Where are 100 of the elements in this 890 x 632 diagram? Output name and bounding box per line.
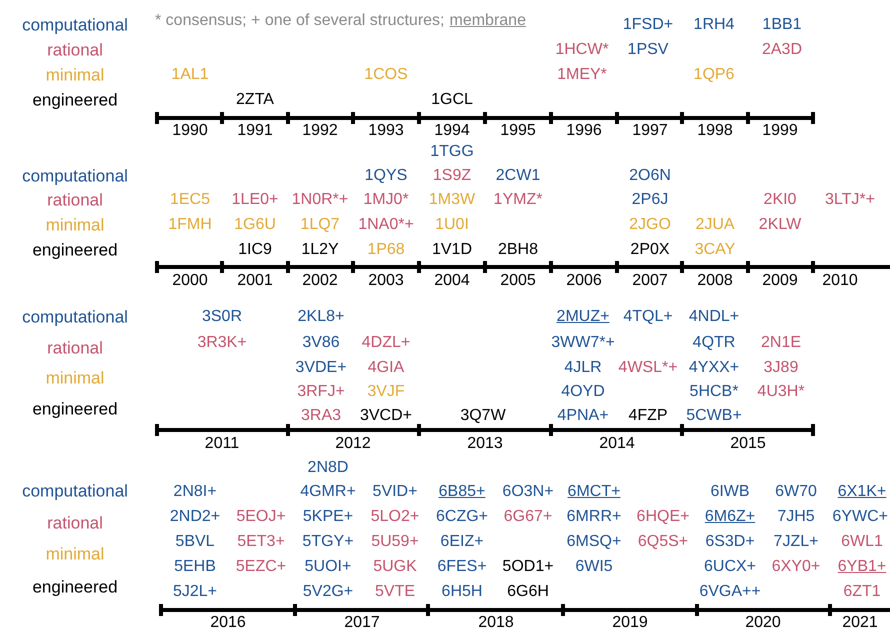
pdb-id-label: 1MEY* (557, 66, 607, 84)
pdb-id-label: 1HCW* (555, 41, 609, 59)
pdb-id-label: 2KL8+ (298, 308, 344, 326)
pdb-id-label: 5UGK (373, 558, 417, 576)
pdb-id-label: 5VID+ (372, 483, 418, 501)
pdb-id-label: 5V2G+ (302, 583, 354, 601)
pdb-id-label: 4GMR+ (300, 483, 356, 501)
year-label: 2012 (335, 435, 371, 453)
pdb-id-label: 5VTE (375, 583, 415, 601)
category-label: minimal (46, 544, 104, 564)
pdb-id-label: 1FSD+ (622, 16, 674, 34)
year-label: 2002 (302, 272, 338, 290)
pdb-id-label: 6O3N+ (502, 483, 554, 501)
year-label: 2006 (566, 272, 602, 290)
pdb-id-label: 7JH5 (777, 508, 815, 526)
pdb-id-label: 6MCT+ (568, 483, 620, 501)
pdb-id-label: 4U3H* (757, 383, 805, 401)
pdb-id-label: 2N8D (308, 459, 348, 477)
pdb-id-label: 6XY0+ (772, 558, 820, 576)
year-label: 2004 (434, 272, 470, 290)
category-label: minimal (46, 66, 104, 84)
pdb-id-label: 2JGO (629, 216, 671, 234)
year-label: 1998 (697, 122, 733, 140)
pdb-id-label: 6W70 (775, 483, 817, 501)
pdb-id-label: 6MRR+ (566, 508, 622, 526)
year-label: 2015 (730, 435, 766, 453)
category-label: rational (47, 190, 103, 210)
pdb-id-label: 1P68 (367, 241, 405, 259)
pdb-id-label: 2KI0 (764, 191, 796, 209)
year-label: 1990 (172, 122, 208, 140)
pdb-id-label: 1G6U (234, 216, 276, 234)
category-label: rational (47, 514, 103, 532)
pdb-id-label: 2P0X (630, 241, 670, 259)
pdb-id-label: 6G67+ (504, 508, 552, 526)
pdb-id-label: 6M6Z+ (704, 508, 756, 526)
year-label: 2014 (599, 435, 635, 453)
pdb-id-label: 3VJF (367, 383, 405, 401)
year-label: 2016 (210, 614, 246, 632)
pdb-id-label: 1GCL (431, 91, 473, 109)
pdb-id-label: 3VDE+ (295, 359, 347, 377)
year-label: 2018 (478, 614, 514, 632)
pdb-id-label: 1LQ7 (300, 216, 340, 234)
pdb-id-label: 1YMZ* (494, 191, 542, 209)
pdb-id-label: 1FMH (168, 216, 212, 234)
pdb-id-label: 6S3D+ (705, 533, 755, 551)
pdb-id-label: 3RFJ+ (297, 383, 345, 401)
pdb-id-label: 3WW7*+ (551, 334, 615, 352)
pdb-id-label: 5BVL (175, 533, 215, 551)
pdb-id-label: 1N0R*+ (292, 191, 348, 209)
pdb-id-label: 6CZG+ (436, 508, 488, 526)
pdb-id-label: 6VGA++ (699, 583, 761, 601)
pdb-id-label: 1AL1 (171, 66, 209, 84)
pdb-id-label: 4DZL+ (362, 334, 410, 352)
year-label: 2013 (467, 435, 503, 453)
pdb-id-label: 1EC5 (170, 191, 210, 209)
pdb-id-label: 5OD1+ (502, 558, 554, 576)
pdb-id-label: 6HQE+ (636, 508, 690, 526)
pdb-id-label: 1COS (364, 66, 408, 84)
pdb-id-label: 3VCD+ (360, 407, 412, 425)
pdb-id-label: 2P6J (632, 191, 668, 209)
pdb-id-label: 4YXX+ (688, 359, 740, 377)
category-label: engineered (32, 578, 118, 596)
pdb-id-label: 4JLR (564, 359, 602, 377)
pdb-id-label: 4PNA+ (557, 407, 609, 425)
pdb-id-label: 6X1K+ (838, 483, 886, 501)
legend-note: * consensus; + one of several structures; (155, 12, 444, 30)
pdb-id-label: 5J2L+ (172, 583, 218, 601)
category-label: rational (47, 338, 103, 358)
year-label: 1997 (632, 122, 668, 140)
pdb-id-label: 3J89 (764, 359, 798, 377)
pdb-id-label: 6MSQ+ (566, 533, 622, 551)
year-label: 1999 (762, 122, 798, 140)
pdb-id-label: 1QYS (364, 167, 408, 185)
year-label: 2020 (745, 614, 781, 632)
pdb-id-label: 5TGY+ (302, 533, 354, 551)
pdb-id-label: 6Q5S+ (638, 533, 688, 551)
pdb-id-label: 1QP6 (694, 66, 734, 84)
pdb-id-label: 6IWB (710, 483, 750, 501)
pdb-id-label: 5HCB* (690, 383, 738, 401)
pdb-id-label: 3R3K+ (197, 334, 247, 352)
pdb-id-label: 1MJ0* (363, 191, 409, 209)
pdb-id-label: 4WSL*+ (618, 359, 678, 377)
year-label: 1991 (237, 122, 273, 140)
pdb-id-label: 1BB1 (762, 16, 802, 34)
pdb-id-label: 5ET3+ (237, 533, 285, 551)
pdb-id-label: 1L2Y (301, 241, 339, 259)
pdb-id-label: 1PSV (628, 41, 668, 59)
year-label: 2021 (842, 614, 878, 632)
pdb-id-label: 5CWB+ (686, 407, 742, 425)
category-label: computational (22, 308, 128, 326)
pdb-id-label: 6YB1+ (838, 558, 886, 576)
pdb-id-label: 4FZP (628, 407, 668, 425)
year-label: 2010 (822, 272, 858, 290)
pdb-id-label: 4GIA (368, 359, 404, 377)
pdb-id-label: 7JZL+ (774, 533, 818, 551)
pdb-id-label: 6EIZ+ (440, 533, 484, 551)
year-label: 2017 (344, 614, 380, 632)
pdb-id-label: 1RH4 (694, 16, 734, 34)
pdb-id-label: 4QTR (692, 334, 736, 352)
pdb-id-label: 3Q7W (460, 407, 506, 425)
